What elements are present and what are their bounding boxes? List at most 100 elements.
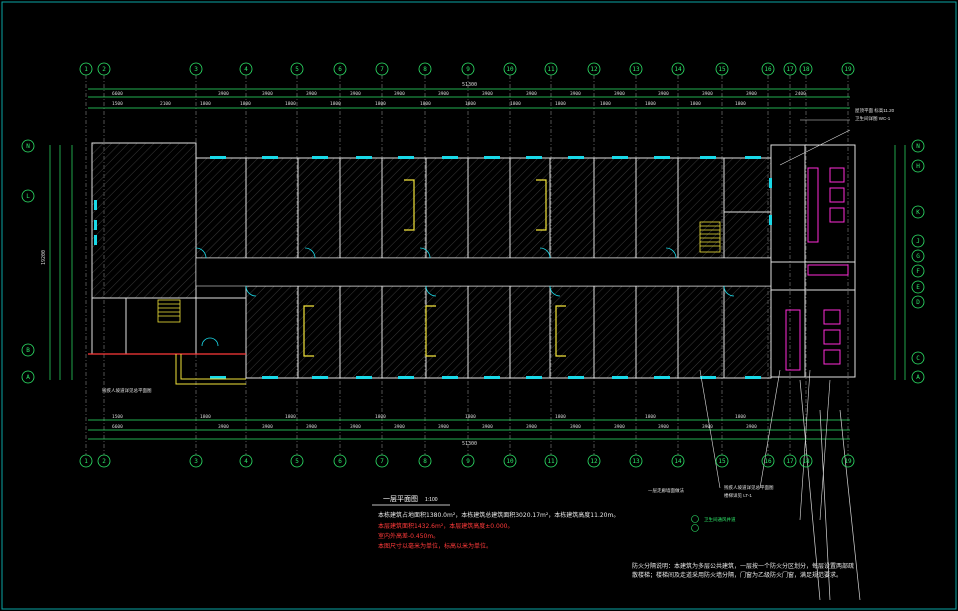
axis-bubble-bottom-1: 1 [79,454,93,468]
stair-right [699,221,721,253]
note-line-2: 本层建筑面积1432.6m²，本层建筑高度±0.000。 [378,523,514,530]
overall-dim-left: 19200 [41,250,47,265]
axis-bubble-left-N: N [21,139,35,153]
svg-text:6: 6 [338,66,342,73]
svg-text:7: 7 [380,66,384,73]
svg-text:3900: 3900 [218,424,229,430]
svg-text:12: 12 [590,66,598,73]
svg-text:3900: 3900 [438,424,449,430]
svg-text:N: N [26,143,30,150]
axis-bubble-right-J-3: J [911,234,925,248]
axis-bubble-top-14: 14 [671,62,685,76]
axis-bubble-right-E-6: E [911,280,925,294]
axis-bubble-top-8: 8 [418,62,432,76]
svg-text:3900: 3900 [702,424,713,430]
axis-bubble-bottom-2: 2 [97,454,111,468]
axis-bubble-top-10: 10 [503,62,517,76]
svg-text:1800: 1800 [735,101,746,107]
svg-text:3900: 3900 [438,91,449,97]
svg-text:1800: 1800 [555,414,566,420]
drawing-scale: 1:100 [425,497,438,503]
svg-text:1800: 1800 [375,101,386,107]
axis-bubble-top-9: 9 [461,62,475,76]
svg-text:3900: 3900 [746,91,757,97]
axis-bubble-top-18: 18 [799,62,813,76]
svg-text:15: 15 [718,66,726,73]
svg-text:A: A [26,374,30,381]
svg-text:3900: 3900 [746,424,757,430]
svg-text:3900: 3900 [658,91,669,97]
svg-text:1800: 1800 [375,414,386,420]
svg-text:17: 17 [786,66,794,73]
svg-text:1800: 1800 [510,101,521,107]
svg-text:3900: 3900 [614,91,625,97]
svg-text:D: D [916,299,920,306]
axis-bubble-left-A: A [21,370,35,384]
svg-text:3900: 3900 [482,424,493,430]
svg-text:3900: 3900 [702,91,713,97]
legend-note: 卫生间通风井道 [704,516,736,523]
axis-bubble-top-5: 5 [290,62,304,76]
axis-bubble-bottom-19: 19 [841,454,855,468]
axis-bubble-top-1: 1 [79,62,93,76]
axis-bubble-top-4: 4 [239,62,253,76]
exterior-steps [799,379,861,601]
axis-bubble-top-3: 3 [189,62,203,76]
note-line-4: 本图尺寸以毫米为单位，标高以米为单位。 [378,543,493,550]
axis-bubble-bottom-12: 12 [587,454,601,468]
overall-dim-top: 51300 [462,82,477,88]
svg-text:G: G [916,253,920,260]
svg-text:1800: 1800 [200,101,211,107]
svg-text:4: 4 [244,66,248,73]
svg-text:F: F [916,268,920,275]
svg-text:3900: 3900 [262,424,273,430]
svg-text:11: 11 [547,458,555,465]
axis-bubble-bottom-10: 10 [503,454,517,468]
svg-text:1800: 1800 [555,101,566,107]
svg-text:16: 16 [764,458,772,465]
svg-text:6600: 6600 [112,424,123,430]
svg-text:18: 18 [802,66,810,73]
svg-text:3900: 3900 [614,424,625,430]
svg-text:3900: 3900 [218,91,229,97]
note-line-3: 室内外高差-0.450m。 [378,533,440,540]
svg-text:10: 10 [506,66,514,73]
axis-bubble-top-15: 15 [715,62,729,76]
svg-text:1800: 1800 [645,101,656,107]
toilet-fixtures [785,167,849,371]
svg-text:8: 8 [423,458,427,465]
axis-bubble-right-A-9: A [911,370,925,384]
dimension-lines [49,88,906,440]
svg-text:1800: 1800 [645,414,656,420]
svg-text:3900: 3900 [394,91,405,97]
boards [303,179,566,357]
svg-text:3: 3 [194,458,198,465]
svg-text:K: K [916,209,920,216]
axis-bubble-bottom-9: 9 [461,454,475,468]
svg-text:18: 18 [802,458,810,465]
svg-text:3900: 3900 [394,424,405,430]
svg-text:3900: 3900 [526,91,537,97]
dimension-text: 6600 3900 3900 3900 3900 3900 3900 3900 3900 3… [112,91,806,430]
svg-text:19: 19 [844,66,852,73]
axis-bubble-left-B: B [21,343,35,357]
axis-bubble-top-12: 12 [587,62,601,76]
svg-text:1: 1 [84,66,88,73]
axis-bubble-right-N-0: N [911,139,925,153]
overall-dim-bottom: 51300 [462,441,477,447]
svg-text:11: 11 [547,66,555,73]
svg-text:3900: 3900 [306,91,317,97]
svg-text:17: 17 [786,458,794,465]
axis-bubble-bottom-17: 17 [783,454,797,468]
svg-text:1800: 1800 [330,101,341,107]
svg-text:5: 5 [295,66,299,73]
svg-text:16: 16 [764,66,772,73]
svg-text:1800: 1800 [240,101,251,107]
svg-text:A: A [916,374,920,381]
svg-text:13: 13 [632,458,640,465]
